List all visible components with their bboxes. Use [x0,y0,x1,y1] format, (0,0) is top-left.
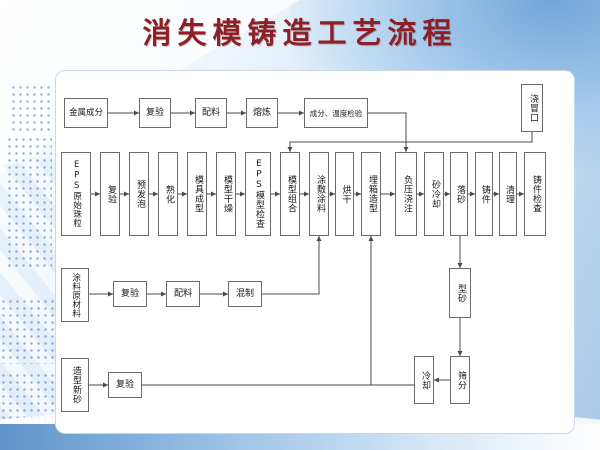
flow-node-coating-raw-material: 涂料原材料 [61,268,89,322]
flow-connector-riser-to-assembly [287,132,533,152]
flow-node-cooling: 冷却 [414,356,434,404]
slide-title: 消失模铸造工艺流程 [142,16,458,50]
flow-node-eps-raw-beads: EPS原始珠粒 [61,152,91,236]
flow-node-drying: 烘干 [335,152,354,236]
flow-node-curing: 熟化 [158,152,178,236]
flow-node-metal-composition: 金属成分 [64,98,108,128]
flow-node-recheck-2: 复验 [100,152,120,236]
flow-node-pattern-assembly: 模型组合 [280,152,300,236]
flow-node-recheck-4: 复验 [108,372,142,398]
flow-node-sand-cooling: 砂冷却 [424,152,444,236]
flow-node-coating-application: 涂敷涂料 [309,152,329,236]
flow-node-pattern-drying: 模型干燥 [216,152,236,236]
flow-connector-check-to-pouring [368,112,409,152]
flow-node-batching-1: 配料 [195,98,227,128]
dot-pattern-decoration [10,84,52,134]
flow-node-shakeout: 落砂 [450,152,468,236]
flow-node-pre-foaming: 预发泡 [129,152,149,236]
flow-node-cleaning: 清理 [499,152,517,236]
flow-node-screening: 筛分 [450,356,470,404]
dot-pattern-decoration [6,136,52,268]
flow-node-mold-forming: 模具成型 [187,152,207,236]
flow-node-eps-pattern-check: EPS模型检查 [245,152,271,236]
flow-node-vacuum-pouring: 负压浇注 [395,152,417,236]
flow-node-flask-molding: 埋箱造型 [361,152,381,236]
flow-node-recheck-1: 复验 [139,98,171,128]
flow-node-composition-temp-check: 成分、温度检验 [304,98,368,128]
flow-node-melting: 熔炼 [246,98,278,128]
flow-node-casting: 铸件 [475,152,493,236]
flow-node-mixing: 混制 [228,281,262,307]
flow-node-batching-2: 配料 [166,281,200,307]
flow-node-gating-riser: 浇冒口 [521,84,543,132]
flow-node-casting-inspection: 铸件检查 [524,152,546,236]
flow-connector-mixing-to-coating [262,236,322,295]
dot-pattern-decoration [0,298,58,364]
flow-node-recheck-3: 复验 [113,281,147,307]
flow-node-new-molding-sand: 造型新砂 [61,358,89,412]
flow-node-molding-sand: 型砂 [449,268,471,318]
